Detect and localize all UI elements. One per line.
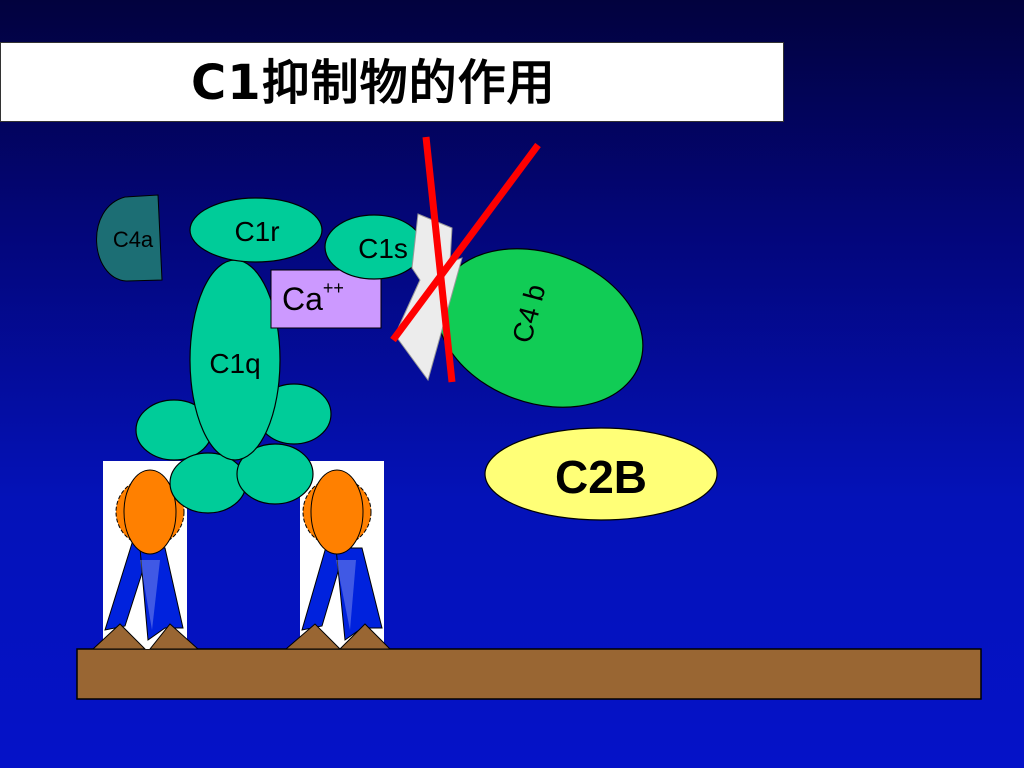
calcium-label: Ca++ xyxy=(282,278,344,317)
inhibitor-cross-line-2 xyxy=(390,142,541,343)
c2b-shape xyxy=(484,427,718,521)
antibody-right-foot-2 xyxy=(338,623,392,650)
antibody-left-foot-1 xyxy=(91,623,147,650)
c1s-label: C1s xyxy=(358,233,408,264)
antigen-right xyxy=(310,469,364,555)
antibody-left-foot-2 xyxy=(148,623,200,650)
antigen-left xyxy=(123,469,177,555)
slide-title: C1抑制物的作用 xyxy=(191,55,556,111)
antibody-right-ribbon-shade xyxy=(336,560,356,630)
cell-membrane xyxy=(76,648,982,700)
c1r-shape xyxy=(189,197,323,263)
inhibitor-cross-line-1 xyxy=(422,136,456,383)
calcium-box xyxy=(270,269,382,329)
antibody-right xyxy=(284,469,392,650)
antibody-right-ribbon-2 xyxy=(335,547,383,641)
calcium-label-superscript: ++ xyxy=(323,278,344,298)
c1q-head-lower-left xyxy=(169,452,247,514)
c1r-label: C1r xyxy=(234,216,279,247)
c4a-label: C4a xyxy=(113,227,154,252)
c4a-shape xyxy=(96,194,163,282)
slide-title-bar: C1抑制物的作用 xyxy=(0,42,784,122)
antibody-left-ribbon-shade xyxy=(140,560,160,630)
calcium-label-main: Ca xyxy=(282,281,323,317)
antibody-right-foot-1 xyxy=(284,623,342,650)
c2b-label: C2B xyxy=(555,451,647,503)
antibody-left xyxy=(91,469,200,650)
c1q-label: C1q xyxy=(209,348,260,379)
c1q-head-lower-right xyxy=(236,443,314,505)
